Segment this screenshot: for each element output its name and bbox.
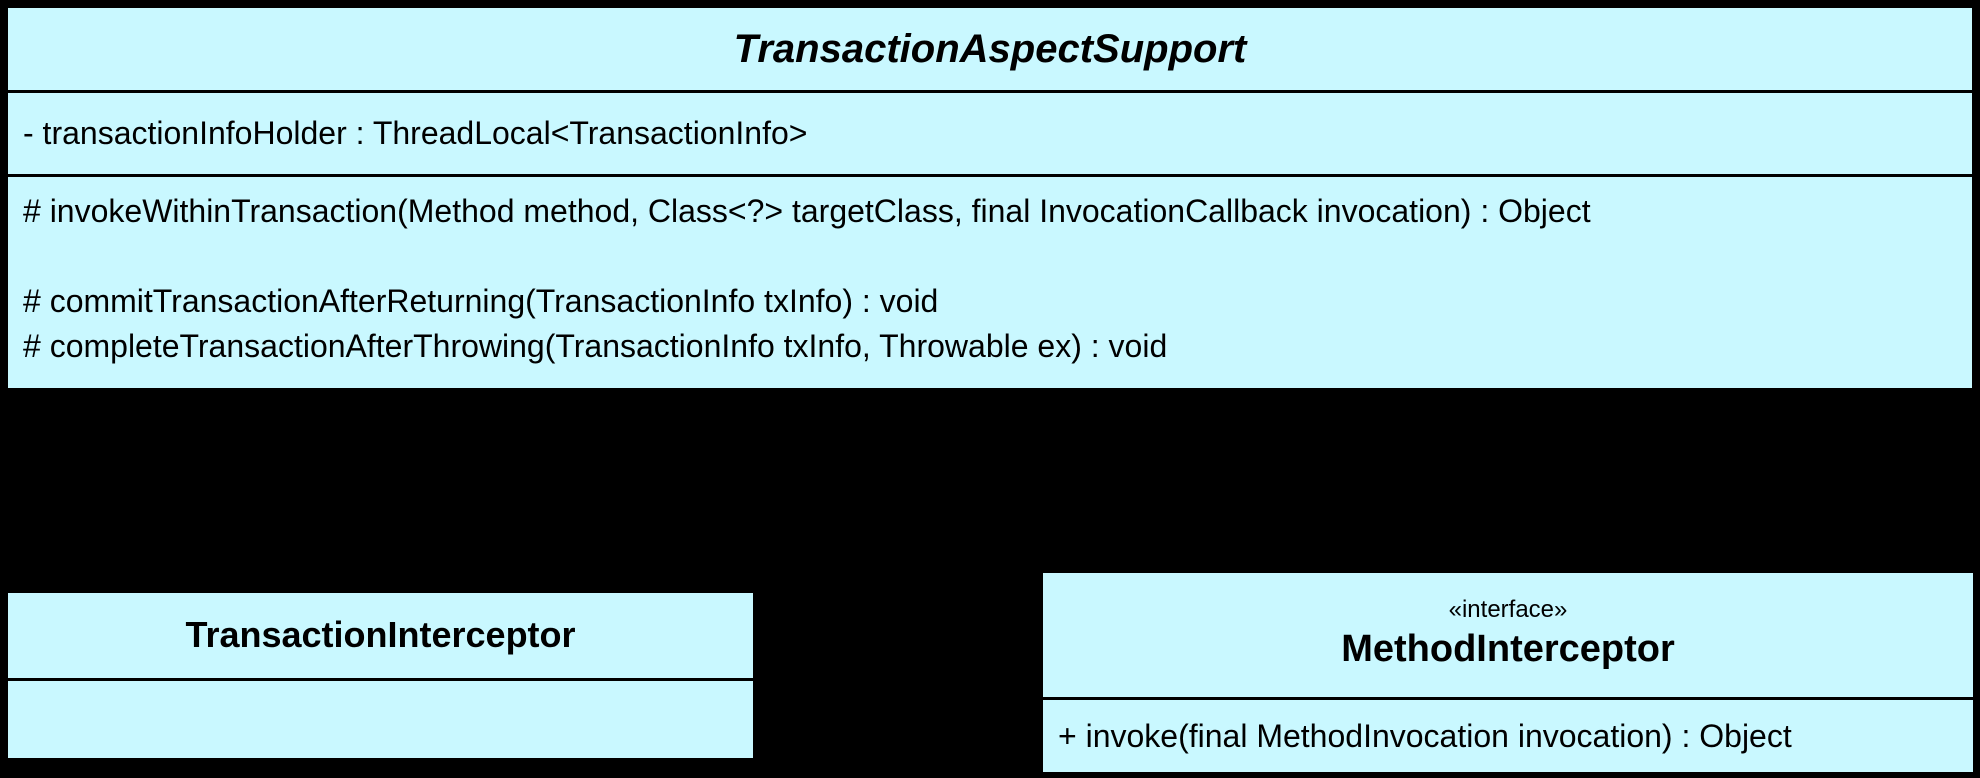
class-box-transaction-interceptor: TransactionInterceptor xyxy=(5,590,756,761)
class-name-method-interceptor: MethodInterceptor xyxy=(1341,628,1675,671)
method-invoke-within-transaction: # invokeWithinTransaction(Method method,… xyxy=(23,193,1591,229)
method-complete-transaction-after-throwing: # completeTransactionAfterThrowing(Trans… xyxy=(23,328,1168,364)
stereotype-interface-label: «interface» xyxy=(1448,596,1568,624)
method-commit-transaction-after-returning: # commitTransactionAfterReturning(Transa… xyxy=(23,283,939,319)
attributes-compartment-transaction-aspect-support: - transactionInfoHolder : ThreadLocal<Tr… xyxy=(8,90,1972,174)
class-box-method-interceptor: «interface» MethodInterceptor + invoke(f… xyxy=(1040,570,1976,775)
title-compartment-method-interceptor: «interface» MethodInterceptor xyxy=(1043,573,1973,697)
empty-compartment-transaction-interceptor xyxy=(8,678,753,758)
title-compartment-transaction-interceptor: TransactionInterceptor xyxy=(8,593,753,678)
methods-compartment-method-interceptor: + invoke(final MethodInvocation invocati… xyxy=(1043,697,1973,772)
class-box-transaction-aspect-support: TransactionAspectSupport - transactionIn… xyxy=(5,5,1975,391)
method-invoke: + invoke(final MethodInvocation invocati… xyxy=(1058,717,1792,754)
methods-compartment-transaction-aspect-support: # invokeWithinTransaction(Method method,… xyxy=(8,174,1972,388)
method-spacer-line xyxy=(8,234,1972,279)
class-name-transaction-aspect-support: TransactionAspectSupport xyxy=(733,27,1247,71)
attribute-transaction-info-holder: - transactionInfoHolder : ThreadLocal<Tr… xyxy=(23,115,808,151)
title-compartment-transaction-aspect-support: TransactionAspectSupport xyxy=(8,8,1972,90)
class-name-transaction-interceptor: TransactionInterceptor xyxy=(185,614,576,656)
